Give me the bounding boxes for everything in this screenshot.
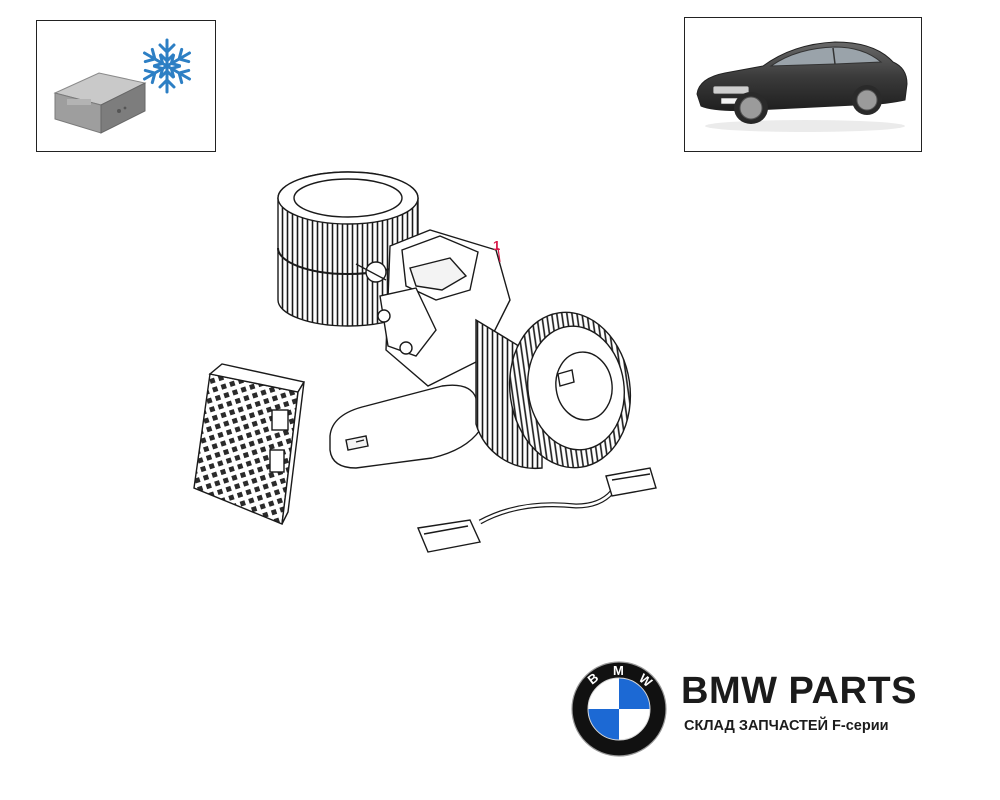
snowflake-icon xyxy=(143,38,191,94)
heater-unit-icon xyxy=(53,72,147,134)
callout-label: 1 xyxy=(493,238,500,253)
resistor-pack xyxy=(193,363,306,525)
bmw-roundel-logo: B M W xyxy=(571,661,667,757)
brand-block: B M W BMW PARTS СКЛАД ЗАПЧАСТЕЙ F-серии xyxy=(570,660,990,760)
wiring-harness xyxy=(417,467,657,553)
callout-1: 1 xyxy=(493,238,501,263)
vehicle-thumbnail xyxy=(684,17,922,152)
heater-snowflake-icon xyxy=(53,38,191,134)
brand-subtitle: СКЛАД ЗАПЧАСТЕЙ F-серии xyxy=(684,718,889,734)
right-fan-wheel xyxy=(475,311,632,470)
motor-housing xyxy=(355,229,511,387)
blower-motor-diagram: 1 xyxy=(193,171,657,553)
mounting-bracket xyxy=(329,384,481,469)
left-fan-wheel xyxy=(277,171,419,327)
climate-thumbnail xyxy=(36,20,216,152)
car-icon xyxy=(696,41,908,132)
svg-text:M: M xyxy=(613,663,624,678)
brand-title: BMW PARTS xyxy=(681,670,917,712)
